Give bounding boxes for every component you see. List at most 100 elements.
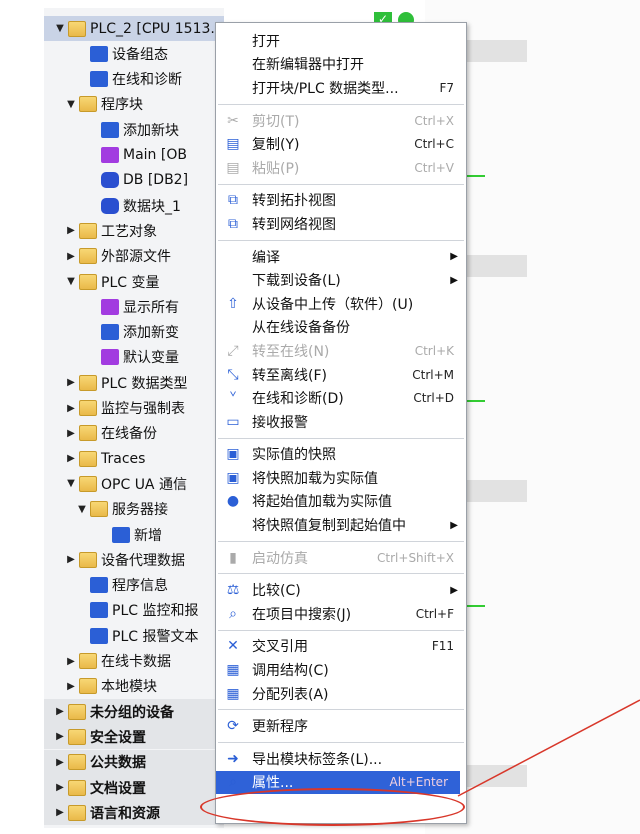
menu-shortcut: Ctrl+Shift+X — [377, 550, 454, 565]
expand-arrow-icon[interactable]: ▼ — [78, 503, 86, 515]
tree-item[interactable]: ▶语言和资源 — [44, 800, 224, 826]
tree-item[interactable]: ▼程序块 — [44, 92, 224, 117]
folder-icon — [68, 804, 86, 821]
tree-item[interactable]: 设备组态 — [44, 41, 224, 66]
tree-item[interactable]: 默认变量 — [44, 345, 224, 370]
tree-item[interactable]: ▶公共数据 — [44, 749, 224, 775]
menu-item-label: 将快照加载为实际值 — [252, 470, 378, 487]
tree-item[interactable]: ▶安全设置 — [44, 724, 224, 750]
expand-arrow-icon[interactable]: ▶ — [67, 554, 75, 566]
expand-arrow-icon[interactable]: ▼ — [67, 478, 75, 490]
menu-item-label: 导出模块标签条(L)... — [252, 751, 383, 768]
menu-item[interactable]: ⤡转至离线(F)Ctrl+M — [216, 363, 466, 387]
tree-item[interactable]: ▼PLC_2 [CPU 1513... — [44, 16, 224, 41]
menu-separator — [218, 629, 464, 631]
menu-item[interactable]: ✂剪切(T)Ctrl+X — [216, 109, 466, 133]
expand-arrow-icon[interactable]: ▶ — [67, 250, 75, 262]
tree-item[interactable]: ▶外部源文件 — [44, 244, 224, 269]
menu-item[interactable]: 从在线设备备份 — [216, 316, 466, 340]
tree-item[interactable]: ▶Traces — [44, 446, 224, 471]
menu-item[interactable]: ▤复制(Y)Ctrl+C — [216, 132, 466, 156]
menu-icon: ⚖ — [226, 582, 240, 599]
menu-item-label: 实际值的快照 — [252, 447, 336, 464]
expand-arrow-icon[interactable]: ▶ — [67, 427, 75, 439]
expand-arrow-icon[interactable]: ▶ — [67, 402, 75, 414]
menu-item[interactable]: 下载到设备(L)▶ — [216, 268, 466, 292]
tree-item[interactable]: ▶设备代理数据 — [44, 547, 224, 572]
menu-item[interactable]: ▤粘贴(P)Ctrl+V — [216, 156, 466, 180]
tree-item[interactable]: ▶在线卡数据 — [44, 649, 224, 674]
expand-arrow-icon[interactable]: ▶ — [56, 807, 64, 819]
folder-icon — [79, 450, 97, 467]
menu-item[interactable]: ▭接收报警 — [216, 410, 466, 434]
menu-item[interactable]: ▦调用结构(C) — [216, 658, 466, 682]
menu-icon: ⤢ — [227, 342, 239, 359]
tree-item[interactable]: ▶PLC 数据类型 — [44, 370, 224, 395]
menu-item[interactable]: ⤢转至在线(N)Ctrl+K — [216, 339, 466, 363]
tree-item[interactable]: 在线和诊断 — [44, 67, 224, 92]
menu-item[interactable]: ⇧从设备中上传（软件）(U) — [216, 292, 466, 316]
tree-item[interactable]: Main [OB — [44, 143, 224, 168]
menu-item[interactable]: ⌕属性...Alt+Enter — [216, 770, 460, 795]
menu-item[interactable]: ⌕在项目中搜索(J)Ctrl+F — [216, 602, 466, 626]
tree-item[interactable]: 添加新块 — [44, 117, 224, 142]
tree-item[interactable]: PLC 报警文本 — [44, 623, 224, 648]
expand-arrow-icon[interactable]: ▶ — [56, 782, 64, 793]
menu-item[interactable]: ●将起始值加载为实际值 — [216, 490, 466, 514]
tree-item[interactable]: DB [DB2] — [44, 168, 224, 193]
tree-item[interactable]: ▶工艺对象 — [44, 218, 224, 243]
expand-arrow-icon[interactable]: ▶ — [56, 706, 64, 718]
menu-item[interactable]: 打开块/PLC 数据类型...F7 — [216, 76, 466, 100]
tree-item-label: DB [DB2] — [123, 172, 189, 189]
tree-item-label: PLC 监控和报 — [112, 603, 199, 620]
expand-arrow-icon[interactable]: ▶ — [67, 680, 75, 692]
expand-arrow-icon[interactable]: ▶ — [56, 756, 64, 768]
expand-arrow-icon[interactable]: ▶ — [67, 655, 75, 667]
tree-item[interactable]: ▼OPC UA 通信 — [44, 471, 224, 496]
tree-item[interactable]: 数据块_1 — [44, 193, 224, 218]
tree-item[interactable]: PLC 监控和报 — [44, 598, 224, 623]
tree-item[interactable]: 新增 — [44, 522, 224, 547]
menu-item[interactable]: 在新编辑器中打开 — [216, 53, 466, 77]
expand-arrow-icon[interactable]: ▶ — [56, 731, 64, 743]
menu-item[interactable]: 编译▶ — [216, 245, 466, 269]
menu-item[interactable]: ▦分配列表(A) — [216, 682, 466, 706]
tree-item[interactable]: ▼ PLC 变量 — [44, 269, 224, 294]
status-line — [465, 175, 485, 177]
menu-item[interactable]: ▣实际值的快照 — [216, 443, 466, 467]
expand-arrow-icon[interactable]: ▼ — [56, 23, 64, 34]
tree-item-label: 未分组的设备 — [90, 704, 174, 721]
menu-item[interactable]: 打开 — [216, 29, 466, 53]
tree-item[interactable]: ▼服务器接 — [44, 497, 224, 522]
expand-arrow-icon[interactable]: ▶ — [67, 453, 75, 465]
expand-arrow-icon[interactable]: ▶ — [67, 377, 75, 389]
menu-item[interactable]: ⧉转到网络视图 — [216, 212, 466, 236]
tree-item[interactable]: ▶ 未分组的设备 — [44, 699, 224, 725]
menu-separator — [218, 239, 464, 241]
menu-separator — [218, 183, 464, 185]
panel-strip — [467, 480, 527, 502]
menu-item[interactable]: 将快照值复制到起始值中▶ — [216, 513, 466, 537]
menu-item[interactable]: ⧉转到拓扑视图 — [216, 189, 466, 213]
menu-icon: ⧉ — [228, 215, 238, 232]
tree-item[interactable]: 显示所有 — [44, 294, 224, 319]
tree-item[interactable]: 添加新变 — [44, 320, 224, 345]
menu-item[interactable]: ⟳更新程序 — [216, 714, 466, 738]
tree-item[interactable]: ▶在线备份 — [44, 421, 224, 446]
expand-arrow-icon[interactable]: ▼ — [67, 276, 75, 287]
tree-item[interactable]: ▶监控与强制表 — [44, 396, 224, 421]
tree-item[interactable]: ▶文档设置 — [44, 775, 224, 800]
tree-item[interactable]: ▶本地模块 — [44, 674, 224, 699]
menu-item[interactable]: ⚖比较(C)▶ — [216, 578, 466, 602]
tree-item[interactable]: 程序信息 — [44, 573, 224, 598]
panel-strip — [467, 255, 527, 277]
tree-item-label: PLC 变量 — [101, 274, 160, 291]
menu-item[interactable]: ▣将快照加载为实际值 — [216, 466, 466, 490]
expand-arrow-icon[interactable]: ▶ — [67, 225, 75, 237]
menu-item[interactable]: ➜导出模块标签条(L)... — [216, 747, 466, 771]
expand-arrow-icon[interactable]: ▼ — [67, 98, 75, 110]
